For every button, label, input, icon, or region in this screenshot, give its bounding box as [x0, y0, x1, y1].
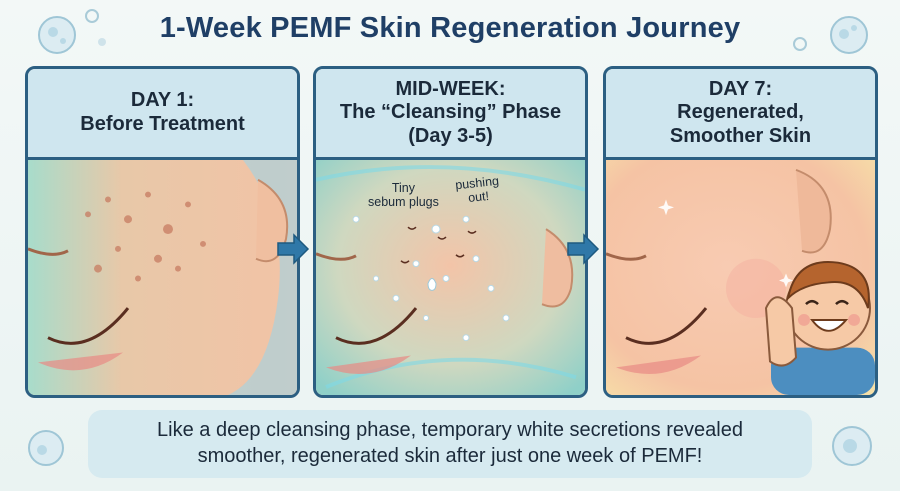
panel-day-1: DAY 1: Before Treatment — [25, 66, 300, 398]
face-illustration-cleansing — [316, 160, 585, 395]
face-illustration-after — [606, 160, 875, 395]
face-illustration-before — [28, 160, 297, 395]
page-title: 1-Week PEMF Skin Regeneration Journey — [159, 12, 741, 44]
bubble-icon — [793, 37, 807, 51]
panel-heading-line: Regenerated, — [677, 101, 804, 124]
panel-header: DAY 1: Before Treatment — [28, 69, 297, 160]
happy-child-figure — [764, 260, 875, 395]
arrow-right-icon — [567, 233, 600, 265]
panel-mid-week: MID-WEEK: The “Cleansing” Phase (Day 3-5… — [313, 66, 588, 398]
panel-heading-line: DAY 1: — [130, 89, 195, 112]
cell-icon — [832, 426, 872, 466]
panel-heading-line: MID-WEEK: — [395, 77, 506, 100]
bubble-icon — [85, 9, 99, 23]
panel-heading-line: DAY 7: — [708, 77, 773, 100]
panel-heading-line: The “Cleansing” Phase — [339, 101, 562, 124]
arrow-right-icon — [277, 233, 310, 265]
panel-heading-line: Smoother Skin — [669, 124, 812, 147]
caption-line: Like a deep cleansing phase, temporary w… — [157, 419, 743, 442]
panel-heading-line: Before Treatment — [80, 113, 245, 135]
annotation-line: Tiny — [391, 181, 416, 195]
cell-icon — [28, 430, 64, 466]
annotation-pushing-out: pushing out! — [455, 174, 501, 207]
panel-header: DAY 7: Regenerated, Smoother Skin — [606, 69, 875, 160]
panel-header: MID-WEEK: The “Cleansing” Phase (Day 3-5… — [316, 69, 585, 160]
caption-line: smoother, regenerated skin after just on… — [197, 445, 703, 467]
cell-icon — [38, 16, 76, 54]
annotation-line: sebum plugs — [368, 194, 439, 209]
panel-heading-line: (Day 3-5) — [408, 124, 493, 147]
caption-box: Like a deep cleansing phase, temporary w… — [88, 410, 812, 478]
bubble-icon — [98, 38, 106, 46]
annotation-sebum-plugs: Tiny sebum plugs — [368, 181, 439, 210]
cell-icon — [830, 16, 868, 54]
panel-day-7: DAY 7: Regenerated, Smoother Skin — [603, 66, 878, 398]
